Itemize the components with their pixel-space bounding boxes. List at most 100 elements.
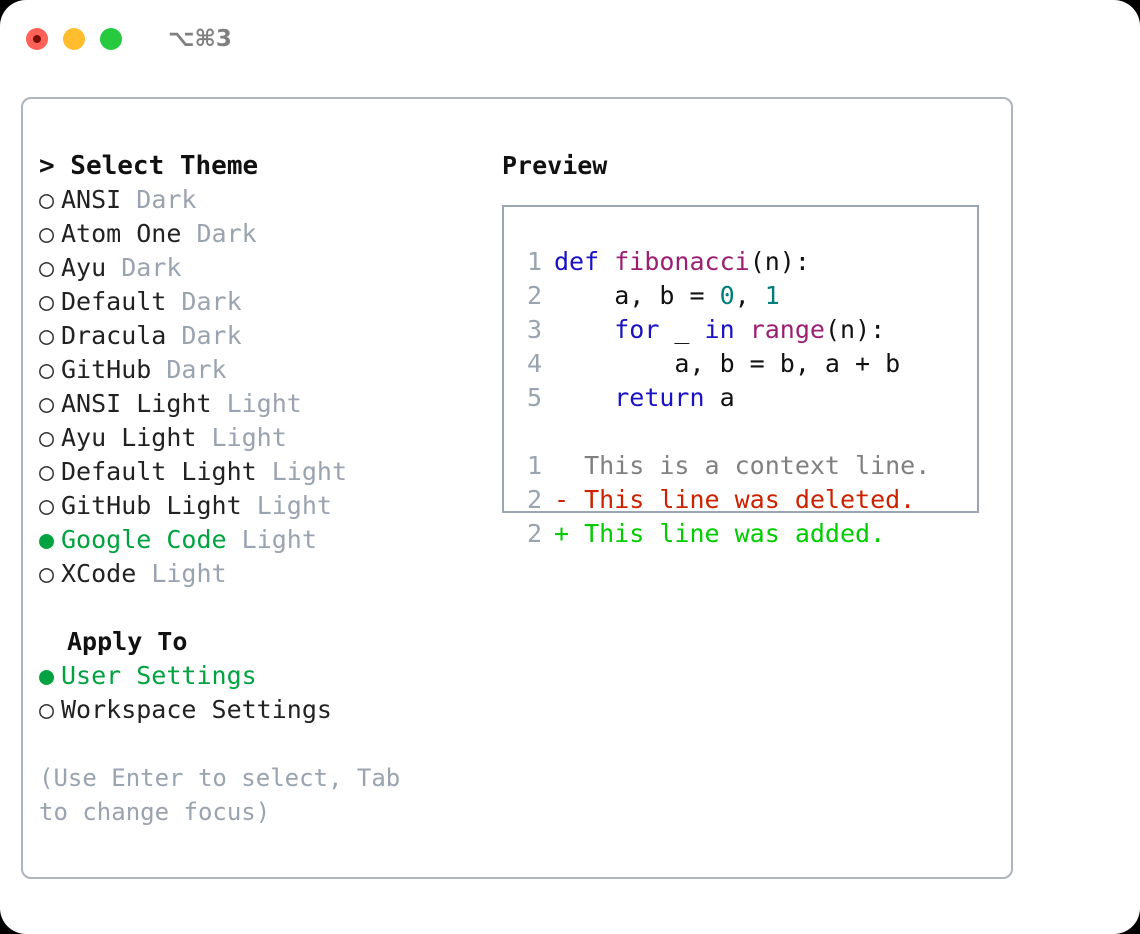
code-line-number: 3 xyxy=(526,315,542,344)
apply-to-heading: Apply To xyxy=(67,627,188,656)
theme-list-item[interactable]: ○GitHub Dark xyxy=(39,353,509,387)
theme-list-item[interactable]: ○Ayu Dark xyxy=(39,251,509,285)
code-token-plain: a, b = b, a + b xyxy=(554,349,901,378)
theme-item-tag: Dark xyxy=(181,321,242,350)
code-line-number: 1 xyxy=(526,247,542,276)
label-tag-gap xyxy=(212,389,227,418)
code-line: 4 a, b = b, a + b xyxy=(516,347,977,381)
diff-line: 2 + This line was added. xyxy=(516,517,977,551)
code-token-kw: in xyxy=(704,315,735,344)
code-token-kw: return xyxy=(614,383,705,412)
theme-item-tag: Light xyxy=(211,423,287,452)
theme-list-item[interactable]: ●Google Code Light xyxy=(39,523,509,557)
theme-item-label: GitHub xyxy=(61,355,152,384)
diff-line-number: 2 xyxy=(526,485,542,514)
code-token-plain: (n): xyxy=(824,315,886,344)
radio-unselected-icon[interactable]: ○ xyxy=(39,457,55,486)
theme-list-item[interactable]: ○ANSI Dark xyxy=(39,183,509,217)
code-token-fn: fibonacci xyxy=(614,247,750,276)
theme-list-item[interactable]: ○Default Light Light xyxy=(39,455,509,489)
theme-list-item[interactable]: ○Default Dark xyxy=(39,285,509,319)
theme-item-tag: Light xyxy=(151,559,227,588)
diff-line: 1 This is a context line. xyxy=(516,449,977,483)
theme-list-item[interactable]: ○Dracula Dark xyxy=(39,319,509,353)
theme-item-tag: Dark xyxy=(166,355,227,384)
code-line: 5 return a xyxy=(516,381,977,415)
code-token-fn: range xyxy=(749,315,825,344)
radio-unselected-icon[interactable]: ○ xyxy=(39,389,55,418)
radio-selected-icon[interactable]: ● xyxy=(39,525,55,554)
theme-item-tag: Light xyxy=(241,525,317,554)
window-titlebar: ⌥⌘3 xyxy=(0,0,1140,78)
code-token-num: 1 xyxy=(764,281,780,310)
radio-unselected-icon[interactable]: ○ xyxy=(39,423,55,452)
theme-item-label: XCode xyxy=(61,559,137,588)
apply-to-item[interactable]: ○Workspace Settings xyxy=(39,693,509,727)
diff-line-text: This line was added. xyxy=(584,519,886,548)
theme-item-label: Ayu xyxy=(61,253,107,282)
code-token-num: 0 xyxy=(719,281,735,310)
theme-item-label: GitHub Light xyxy=(61,491,242,520)
theme-item-label: ANSI Light xyxy=(61,389,212,418)
code-token-kw: def xyxy=(554,247,615,276)
diff-line-number: 2 xyxy=(526,519,542,548)
apply-to-item-label: Workspace Settings xyxy=(61,695,332,724)
preview-column: Preview 1 def fibonacci (n): 2 a, b = 0, 1 3… xyxy=(502,149,1002,548)
main-panel: > Select Theme ○ANSI Dark○Atom One Dark○… xyxy=(21,97,1013,879)
radio-unselected-icon[interactable]: ○ xyxy=(39,695,55,724)
diff-marker-add: + xyxy=(554,519,585,548)
theme-item-label: Default xyxy=(61,287,167,316)
code-token-plain xyxy=(554,383,614,412)
label-tag-gap xyxy=(196,423,211,452)
apply-to-item[interactable]: ●User Settings xyxy=(39,659,509,693)
radio-unselected-icon[interactable]: ○ xyxy=(39,253,55,282)
label-tag-gap xyxy=(227,525,242,554)
maximize-window-button[interactable] xyxy=(100,28,122,50)
theme-list-item[interactable]: ○ANSI Light Light xyxy=(39,387,509,421)
diff-marker-ctx xyxy=(554,451,584,480)
radio-unselected-icon[interactable]: ○ xyxy=(39,287,55,316)
code-token-kw: for xyxy=(614,315,660,344)
theme-item-tag: Dark xyxy=(181,287,242,316)
code-token-plain xyxy=(735,315,750,344)
theme-item-tag: Light xyxy=(256,491,332,520)
theme-list-heading: > Select Theme xyxy=(39,151,259,181)
traffic-light-group xyxy=(26,28,122,50)
radio-unselected-icon[interactable]: ○ xyxy=(39,321,55,350)
theme-item-label: Google Code xyxy=(61,525,227,554)
radio-unselected-icon[interactable]: ○ xyxy=(39,491,55,520)
code-token-plain: , xyxy=(734,281,765,310)
theme-selection-column: > Select Theme ○ANSI Dark○Atom One Dark○… xyxy=(39,149,509,829)
diff-line-text: This line was deleted. xyxy=(584,485,916,514)
label-tag-gap xyxy=(242,491,257,520)
radio-unselected-icon[interactable]: ○ xyxy=(39,219,55,248)
radio-unselected-icon[interactable]: ○ xyxy=(39,185,55,214)
apply-to-list: ●User Settings○Workspace Settings xyxy=(39,659,509,727)
close-window-button[interactable] xyxy=(26,28,48,50)
radio-unselected-icon[interactable]: ○ xyxy=(39,355,55,384)
code-token-plain: a, b = xyxy=(554,281,720,310)
theme-list-item[interactable]: ○XCode Light xyxy=(39,557,509,591)
preview-title: Preview xyxy=(502,151,608,180)
label-tag-gap xyxy=(257,457,272,486)
theme-item-label: Default Light xyxy=(61,457,257,486)
theme-item-tag: Light xyxy=(226,389,302,418)
diff-line-text: This is a context line. xyxy=(584,451,931,480)
label-tag-gap xyxy=(166,287,181,316)
theme-item-label: ANSI xyxy=(61,185,122,214)
code-line-number: 5 xyxy=(526,383,542,412)
theme-list-item[interactable]: ○GitHub Light Light xyxy=(39,489,509,523)
label-tag-gap xyxy=(106,253,121,282)
radio-selected-icon[interactable]: ● xyxy=(39,661,55,690)
radio-unselected-icon[interactable]: ○ xyxy=(39,559,55,588)
theme-list-item[interactable]: ○Ayu Light Light xyxy=(39,421,509,455)
theme-item-tag: Dark xyxy=(121,253,182,282)
minimize-window-button[interactable] xyxy=(63,28,85,50)
diff-sample: 1 This is a context line.2- This line wa… xyxy=(516,449,977,551)
theme-list-item[interactable]: ○Atom One Dark xyxy=(39,217,509,251)
code-line-number: 2 xyxy=(526,281,542,310)
label-tag-gap xyxy=(181,219,196,248)
list-spacer xyxy=(39,591,509,625)
label-tag-gap xyxy=(166,321,181,350)
label-tag-gap xyxy=(121,185,136,214)
